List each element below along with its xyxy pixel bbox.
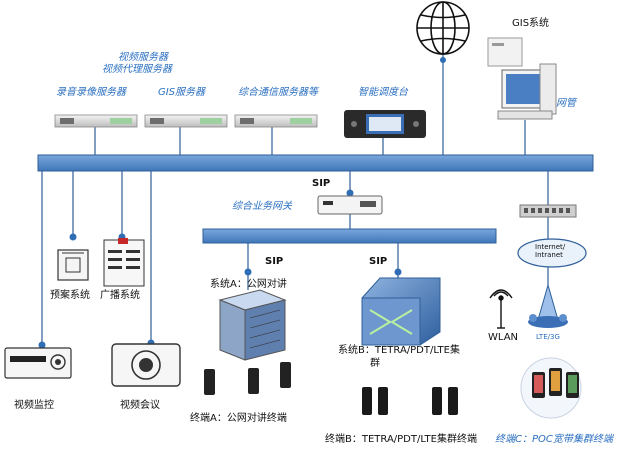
globe-icon [416,1,470,55]
terminal-c-phones-icon [520,357,582,419]
gis-server-tower-icon [487,37,523,67]
label-comm-server: 综合通信服务器等 [238,87,318,98]
dispatch-console-icon [344,110,426,138]
internet-cloud-icon [517,238,587,268]
label-terminal-a: 终端A：公网对讲终端 [190,413,287,424]
label-system-b-line1: 系统B：TETRA/PDT/LTE集 [338,345,460,356]
lte-tower-icon [528,283,568,328]
label-terminal-c: 终端C：POC宽带集群终端 [495,434,613,445]
label-plan-system: 预案系统 [50,290,90,301]
server-comm-icon [234,114,318,128]
label-wlan: WLAN [488,332,519,343]
label-lte-3g: LTE/3G [536,333,560,341]
label-video-server: 视频服务器 [118,52,168,63]
computer-icon [497,63,557,120]
label-sip-gateway: SIP [312,178,331,189]
label-dispatch-console: 智能调度台 [358,87,408,98]
main-bus [37,154,594,172]
label-sip-b: SIP [369,256,388,267]
terminal-b-radios-icon [362,387,458,415]
label-gis-server: GIS服务器 [158,87,206,98]
label-system-b-line2: 群 [370,358,380,369]
label-system-a: 系统A：公网对讲 [210,279,287,290]
server-gis-icon [144,114,228,128]
label-video-monitor: 视频监控 [14,400,54,411]
label-gateway: 综合业务网关 [232,201,292,212]
system-b-switch-icon [361,277,441,346]
video-camera-icon [111,343,181,387]
label-internet-line1: Internet/ [535,243,566,251]
label-video-proxy-server: 视频代理服务器 [102,64,172,75]
broadcast-cabinet-icon [103,238,145,287]
terminal-a-radios-icon [204,362,291,395]
label-internet-line2: Intranet [535,251,563,259]
label-terminal-b: 终端B：TETRA/PDT/LTE集群终端 [325,434,477,445]
gateway-device-icon [317,195,383,215]
video-monitor-icon [4,347,72,379]
top-links [41,52,549,345]
label-video-conference: 视频会议 [120,400,160,411]
label-record-server: 录音录像服务器 [56,87,126,98]
label-gis-system: GIS系统 [512,18,550,29]
switch-icon [519,204,577,218]
wlan-icon [489,289,513,329]
label-broadcast-system: 广播系统 [100,290,140,301]
label-sip-a: SIP [265,256,284,267]
secondary-bus [202,228,497,244]
server-record-icon [54,114,138,128]
label-netmgmt: 网管 [556,98,576,109]
system-a-server-icon [218,289,287,361]
plan-phone-icon [57,249,89,281]
